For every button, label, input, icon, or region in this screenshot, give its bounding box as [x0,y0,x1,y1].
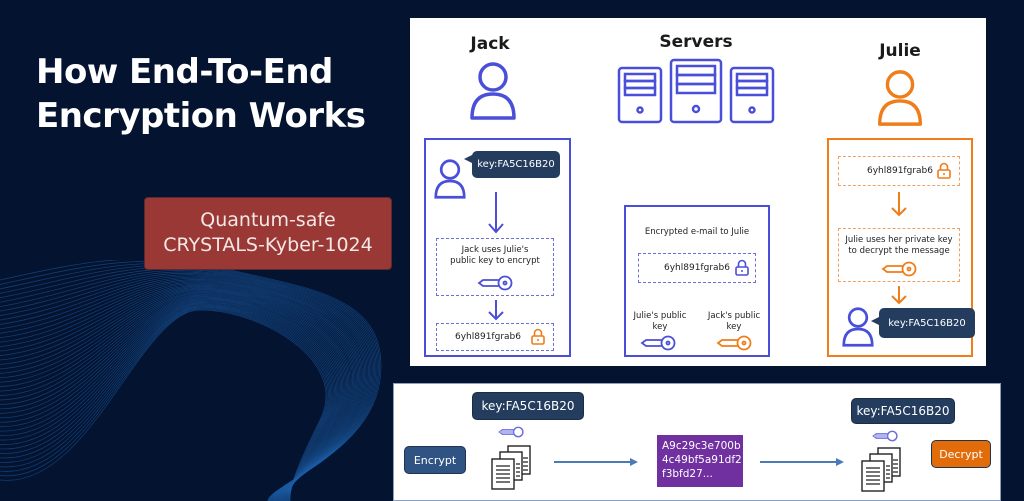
flow-key-tag-right: key:FA5C16B20 [851,398,955,424]
arrow-down-icon [488,300,504,321]
julie-column: 6yhl891fgrab6 Julie uses her private key… [827,138,975,357]
wave-line [0,305,333,501]
server-ciphertext: 6yhl891fgrab6 [664,263,730,273]
cipher-line-1: A9c29c3e700b [662,440,741,452]
wave-line [0,301,338,501]
julie-ciphertext-box: 6yhl891fgrab6 [838,156,960,186]
jack-key-label-2: key [726,322,742,332]
julie-key-tag: key:FA5C16B20 [879,308,975,338]
wave-line [0,296,345,501]
julie-public-key-icon [640,335,676,351]
badge-line-1: Quantum-safe [200,209,336,231]
wave-line [0,294,347,501]
jack-small-user-icon [434,159,466,199]
documents-icon [861,447,901,492]
decrypt-button[interactable]: Decrypt [931,440,991,468]
documents-icon [491,445,531,490]
julie-key-label-1: Julie's public [633,311,687,321]
e2e-diagram-panel: Jack Servers Julie key:FA5C16B20 [410,18,986,366]
jack-step-text-2: public key to encrypt [450,256,540,266]
arrow-right-icon [760,458,844,466]
title-line-2: Encryption Works [36,96,366,136]
jack-ciphertext: 6yhl891fgrab6 [455,332,521,342]
key-icon [872,430,898,442]
wave-line [0,306,332,501]
julie-decrypt-step: Julie uses her private key to decrypt th… [838,228,960,282]
lock-icon [531,328,545,345]
wave-line [0,306,330,501]
server-ciphertext-box: 6yhl891fgrab6 [638,253,756,283]
julie-public-key-icon [477,275,513,291]
ciphertext-block: A9c29c3e700b 4c49bf5a91df2 f3bfd27... [657,435,743,487]
key-icon [498,426,524,438]
wave-line [0,295,346,501]
jack-column: key:FA5C16B20 Jack uses Julie's public k… [424,138,571,357]
badge-line-2: CRYSTALS-Kyber-1024 [163,234,373,256]
julie-name: Julie [879,41,921,61]
wave-line [0,298,342,501]
servers-icon [617,58,775,124]
wave-line [0,308,328,501]
encryption-flow-panel: key:FA5C16B20 Encrypt A9c29c3e700b 4c49b… [393,383,1001,501]
wave-background [0,260,382,501]
server-email-box: Encrypted e-mail to Julie 6yhl891fgrab6 … [624,205,770,357]
julie-ciphertext: 6yhl891fgrab6 [867,166,933,176]
jack-step-text-1: Jack uses Julie's [461,245,529,255]
julie-private-key-icon [881,261,917,277]
wave-line [0,303,335,501]
julie-public-key-label: Julie's public key [628,311,692,333]
wave-line [0,304,334,501]
lock-icon [937,162,951,179]
julie-step-text-1: Julie uses her private key [845,235,953,245]
wave-line [0,299,340,501]
title-line-1: How End-To-End [36,52,333,92]
wave-line [0,298,341,501]
julie-key-label-2: key [652,322,668,332]
lock-icon [735,259,749,276]
jack-public-key-icon [716,335,752,351]
flow-key-tag-left: key:FA5C16B20 [472,392,584,420]
jack-ciphertext-box: 6yhl891fgrab6 [436,323,554,351]
jack-user-icon [470,62,516,120]
jack-name: Jack [470,34,510,54]
julie-step-text-2: to decrypt the message [848,246,950,256]
jack-key-label-1: Jack's public [707,311,761,321]
wave-line [0,309,327,501]
arrow-down-icon [891,286,907,305]
cipher-line-3: f3bfd27... [662,468,713,480]
arrow-right-icon [554,458,638,466]
wave-line [0,302,336,501]
wave-line [0,297,344,501]
algorithm-badge: Quantum-safe CRYSTALS-Kyber-1024 [144,197,392,270]
recipient-user-icon [842,307,874,347]
arrow-down-icon [488,192,504,234]
arrow-down-icon [891,192,907,217]
encrypt-button[interactable]: Encrypt [404,446,466,474]
page-title: How End-To-End Encryption Works [36,50,366,138]
speech-tail-icon [871,316,881,326]
wave-line [0,307,329,501]
cipher-line-2: 4c49bf5a91df2 [662,454,742,466]
email-title: Encrypted e-mail to Julie [644,227,750,237]
jack-encrypt-step: Jack uses Julie's public key to encrypt [436,238,554,296]
servers-name: Servers [659,32,733,52]
wave-line [0,300,339,501]
speech-tail-icon [464,154,474,164]
jack-key-tag: key:FA5C16B20 [472,151,560,178]
julie-user-icon [877,70,923,126]
jack-public-key-label: Jack's public key [702,311,766,333]
